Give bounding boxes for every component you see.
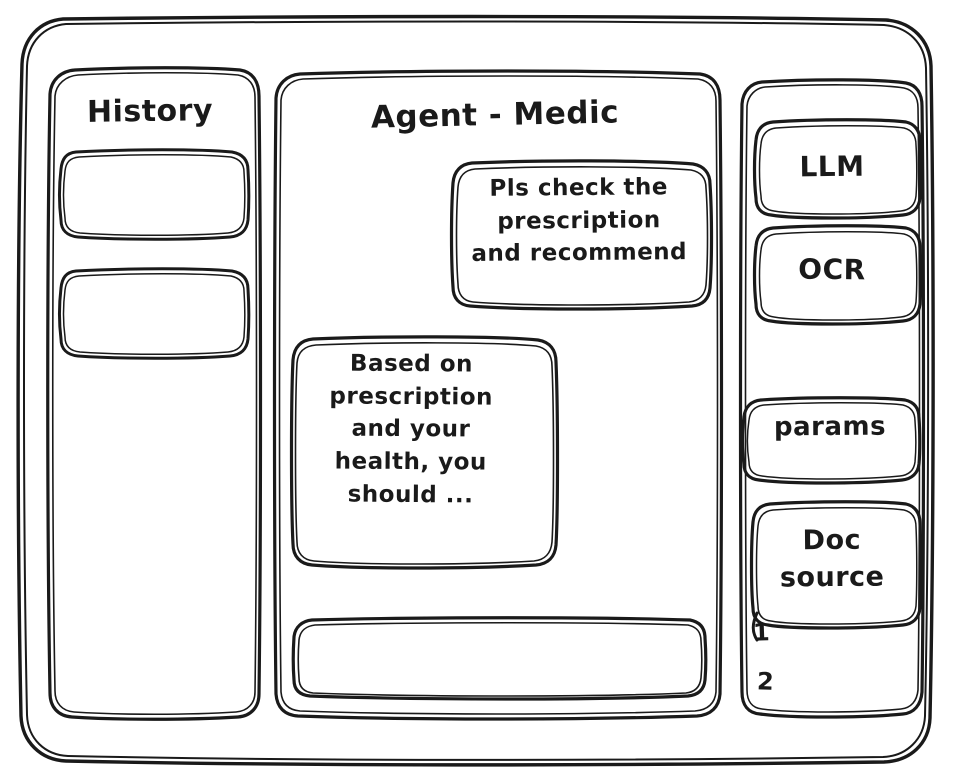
history-panel-title: History [86,93,214,130]
doc-source-item-2[interactable]: 2 [756,667,775,696]
history-entry-2[interactable] [61,271,249,357]
doc-source-card[interactable]: Doc source [753,502,921,626]
ocr-card[interactable]: OCR [756,226,921,324]
history-entry-1[interactable] [61,152,249,238]
user-message-text: Pls check the prescription and recommend [471,174,688,268]
ocr-card-label: OCR [798,252,866,287]
assistant-message-text: Based on prescription and your health, y… [329,350,494,509]
doc-source-card-label: Doc source [779,524,885,594]
user-message-bubble: Pls check the prescription and recommend [453,160,711,308]
params-card-label: params [773,411,887,443]
llm-card[interactable]: LLM [756,120,921,218]
assistant-message-bubble: Based on prescription and your health, y… [293,337,557,567]
composer-input[interactable] [294,619,706,697]
llm-card-label: LLM [799,149,865,184]
agent-panel-title: Agent - Medic [370,94,620,136]
doc-source-item-1[interactable]: 1 [752,618,771,647]
params-card[interactable]: params [744,398,920,482]
